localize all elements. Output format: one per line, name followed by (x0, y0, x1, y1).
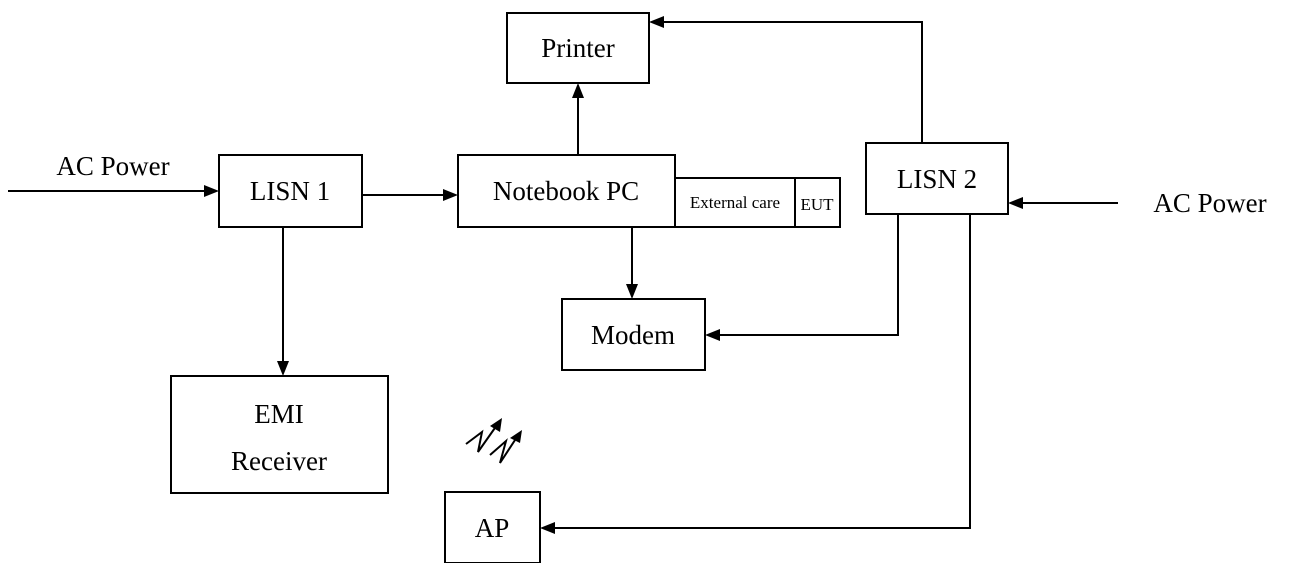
ap-label: AP (475, 513, 510, 543)
eut-box: EUT (794, 177, 841, 228)
connector-lisn-1-to-notebook-pc (362, 189, 458, 201)
modem-box: Modem (561, 298, 706, 371)
connector-lisn-1-to-emi-receiver (277, 227, 289, 376)
connector-lisn-2-to-modem (705, 214, 899, 341)
lisn-2-box: LISN 2 (865, 142, 1009, 215)
connector-notebook-pc-to-modem (626, 227, 638, 299)
emi-receiver-label-line2: Receiver (231, 446, 327, 476)
lisn-1-box: LISN 1 (218, 154, 363, 228)
lisn-1-label: LISN 1 (250, 176, 330, 206)
external-cable-label: External care (690, 193, 780, 212)
ac-power-left-label: AC Power (56, 151, 169, 181)
connector-lisn-2-to-printer (649, 16, 923, 143)
emi-receiver-box: EMI Receiver (170, 375, 389, 494)
eut-label: EUT (800, 195, 834, 214)
lisn-2-label: LISN 2 (897, 164, 977, 194)
printer-box: Printer (506, 12, 650, 84)
printer-label: Printer (541, 33, 615, 63)
notebook-pc-label: Notebook PC (493, 176, 639, 206)
connector-notebook-pc-to-printer (572, 83, 584, 155)
notebook-pc-box: Notebook PC (457, 154, 676, 228)
external-cable-box: External care (674, 177, 796, 228)
ap-box: AP (444, 491, 541, 563)
connector-ac-power-to-lisn-1 (8, 185, 219, 197)
emi-receiver-label-line1: EMI (254, 399, 304, 429)
ac-power-right-label: AC Power (1153, 188, 1266, 218)
connector-lisn-2-to-ap (540, 214, 971, 534)
connector-ac-power-to-lisn-2 (1008, 197, 1118, 209)
modem-label: Modem (591, 320, 675, 350)
wireless-signal-icon (465, 418, 522, 464)
